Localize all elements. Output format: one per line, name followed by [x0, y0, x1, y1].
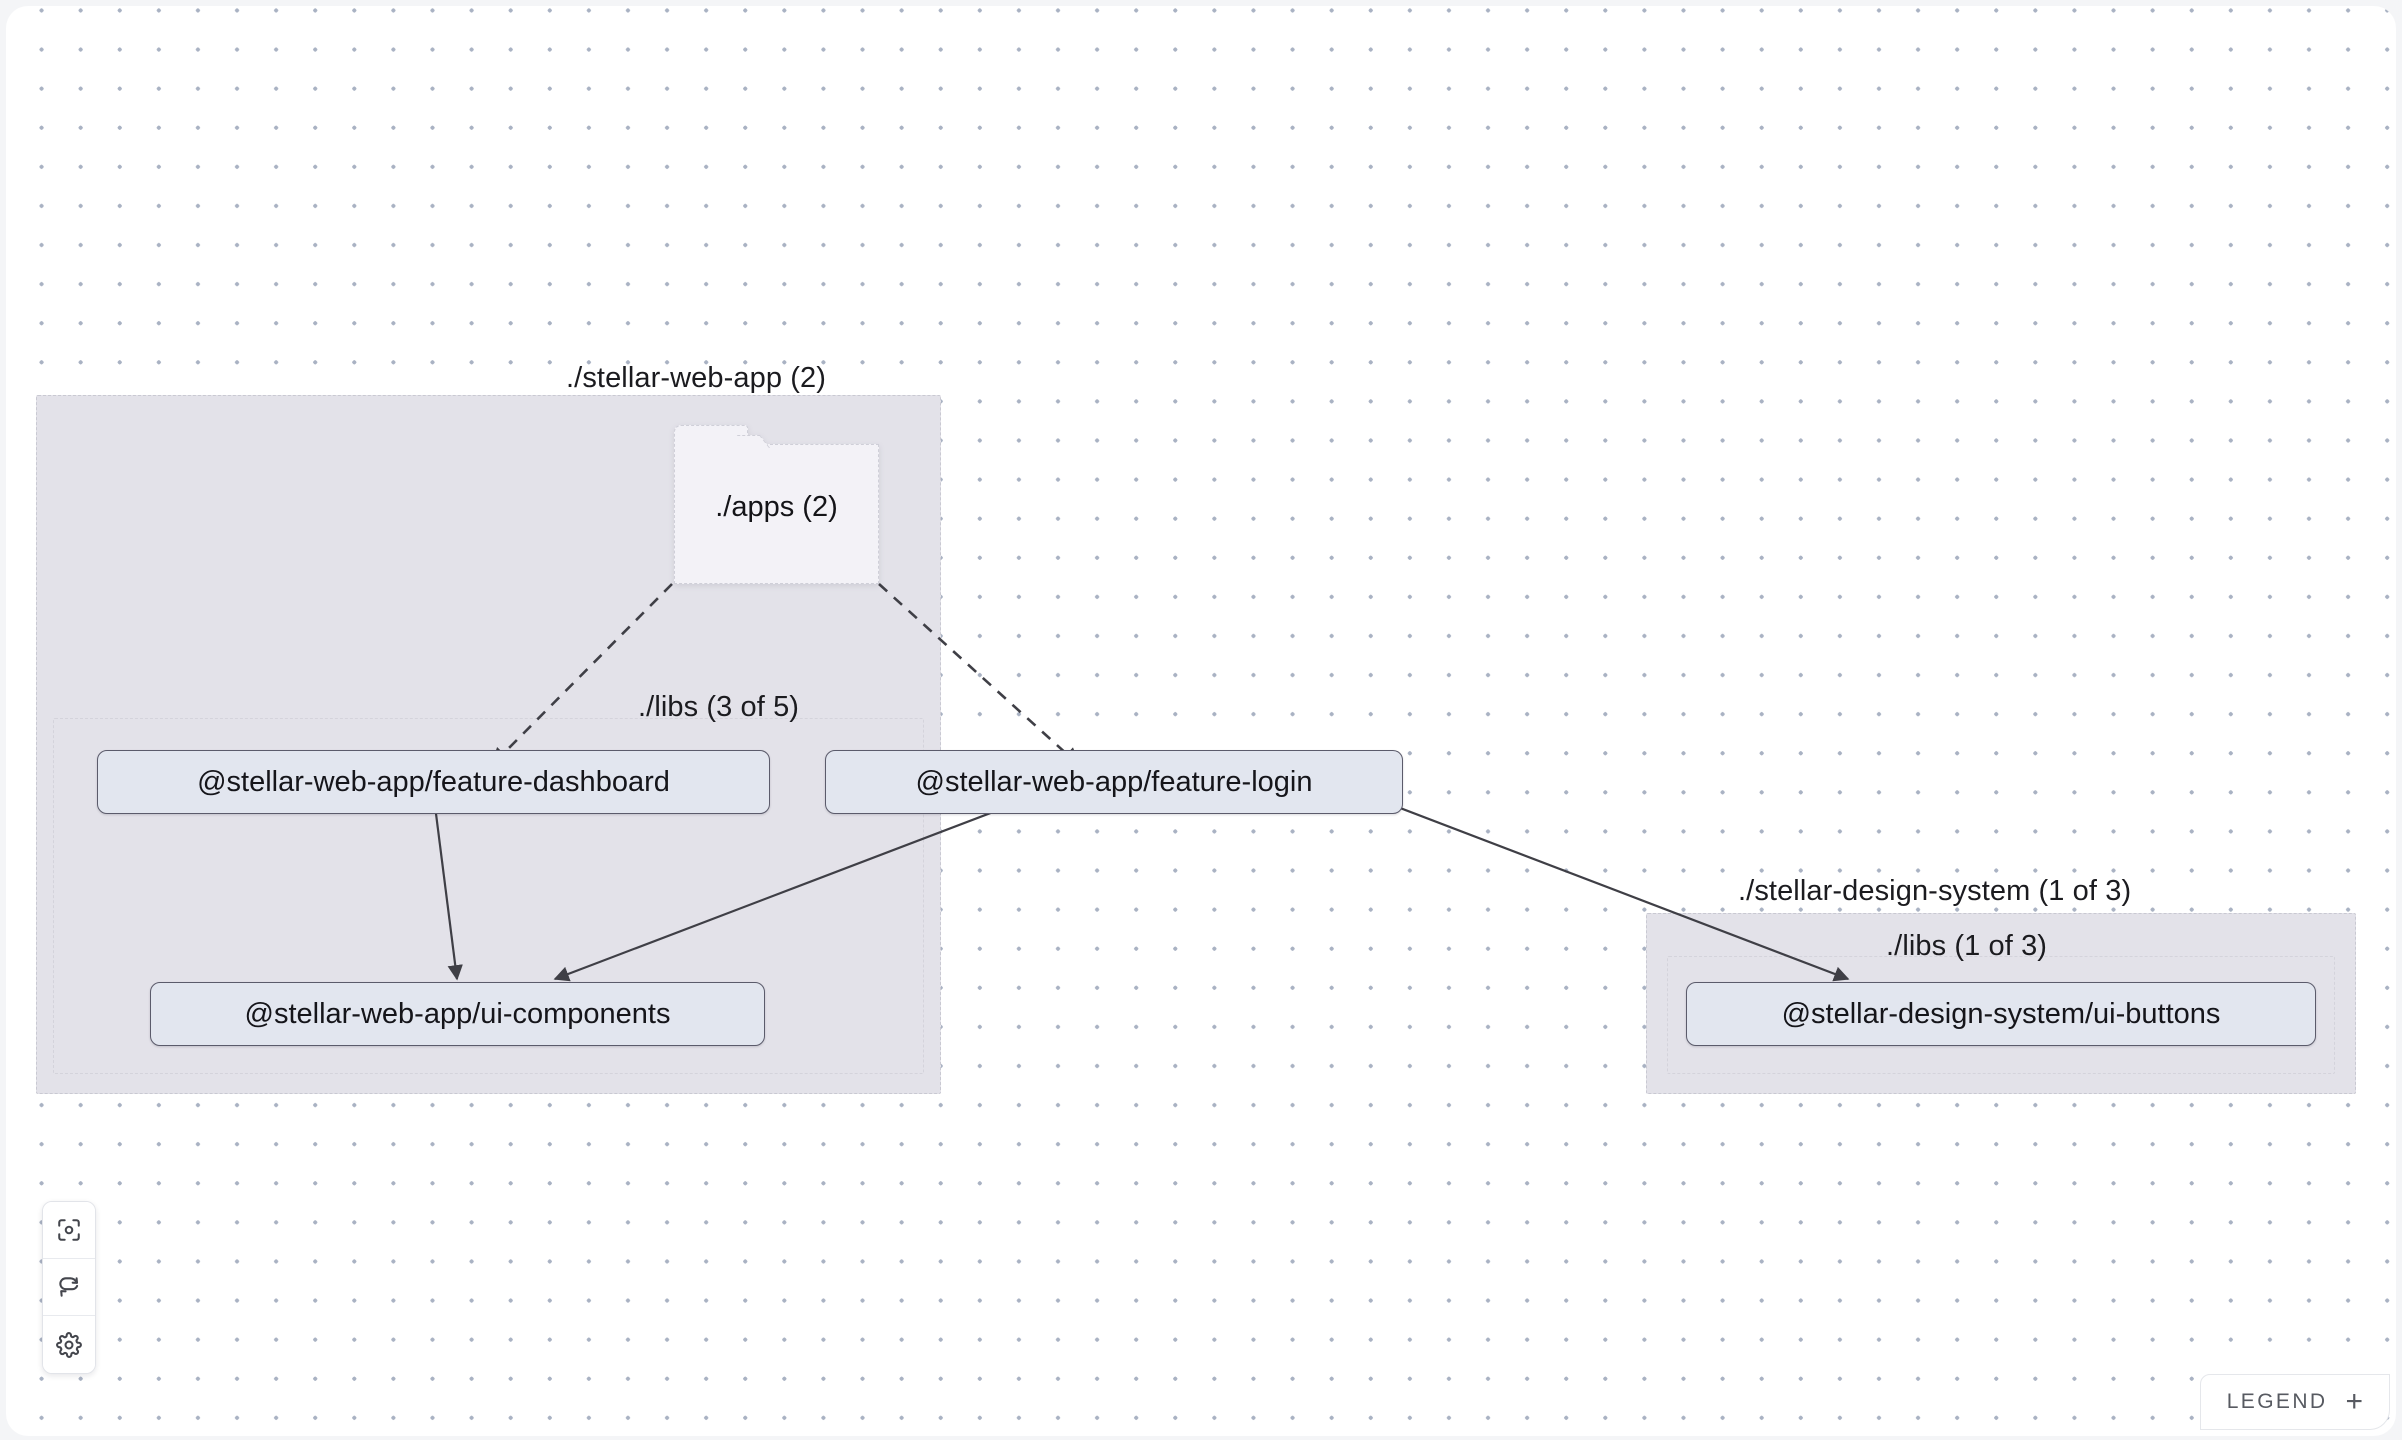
canvas-controls	[42, 1201, 96, 1374]
refresh-icon	[56, 1274, 82, 1300]
group-label-stellar-web-app-libs: ./libs (3 of 5)	[638, 691, 800, 723]
expand-plus-icon: +	[2345, 1385, 2363, 1418]
node-label: @stellar-web-app/ui-components	[244, 998, 671, 1030]
focus-target-icon	[56, 1217, 82, 1243]
folder-label: ./apps (2)	[715, 491, 838, 523]
node-ui-buttons[interactable]: @stellar-design-system/ui-buttons	[1686, 982, 2316, 1046]
group-label-stellar-web-app: ./stellar-web-app (2)	[566, 362, 826, 394]
legend-label: LEGEND	[2226, 1390, 2328, 1413]
node-label: @stellar-design-system/ui-buttons	[1781, 998, 2221, 1030]
group-label-stellar-design-system-libs: ./libs (1 of 3)	[1886, 930, 2048, 962]
node-feature-login[interactable]: @stellar-web-app/feature-login	[825, 750, 1403, 814]
node-ui-components[interactable]: @stellar-web-app/ui-components	[150, 982, 765, 1046]
folder-tab	[674, 425, 748, 447]
group-label-stellar-design-system: ./stellar-design-system (1 of 3)	[1738, 875, 2132, 907]
focus-button[interactable]	[43, 1202, 95, 1259]
folder-node-apps[interactable]: ./apps (2)	[674, 425, 879, 584]
refresh-button[interactable]	[43, 1259, 95, 1316]
group-stellar-design-system-libs[interactable]	[1667, 956, 2335, 1074]
node-feature-dashboard[interactable]: @stellar-web-app/feature-dashboard	[97, 750, 770, 814]
settings-button[interactable]	[43, 1316, 95, 1373]
node-label: @stellar-web-app/feature-login	[915, 766, 1313, 798]
node-label: @stellar-web-app/feature-dashboard	[197, 766, 670, 798]
gear-icon	[56, 1331, 82, 1358]
graph-canvas[interactable]: ./stellar-web-app (2) ./libs (3 of 5) ./…	[6, 6, 2396, 1436]
legend-toggle[interactable]: LEGEND +	[2199, 1374, 2390, 1430]
